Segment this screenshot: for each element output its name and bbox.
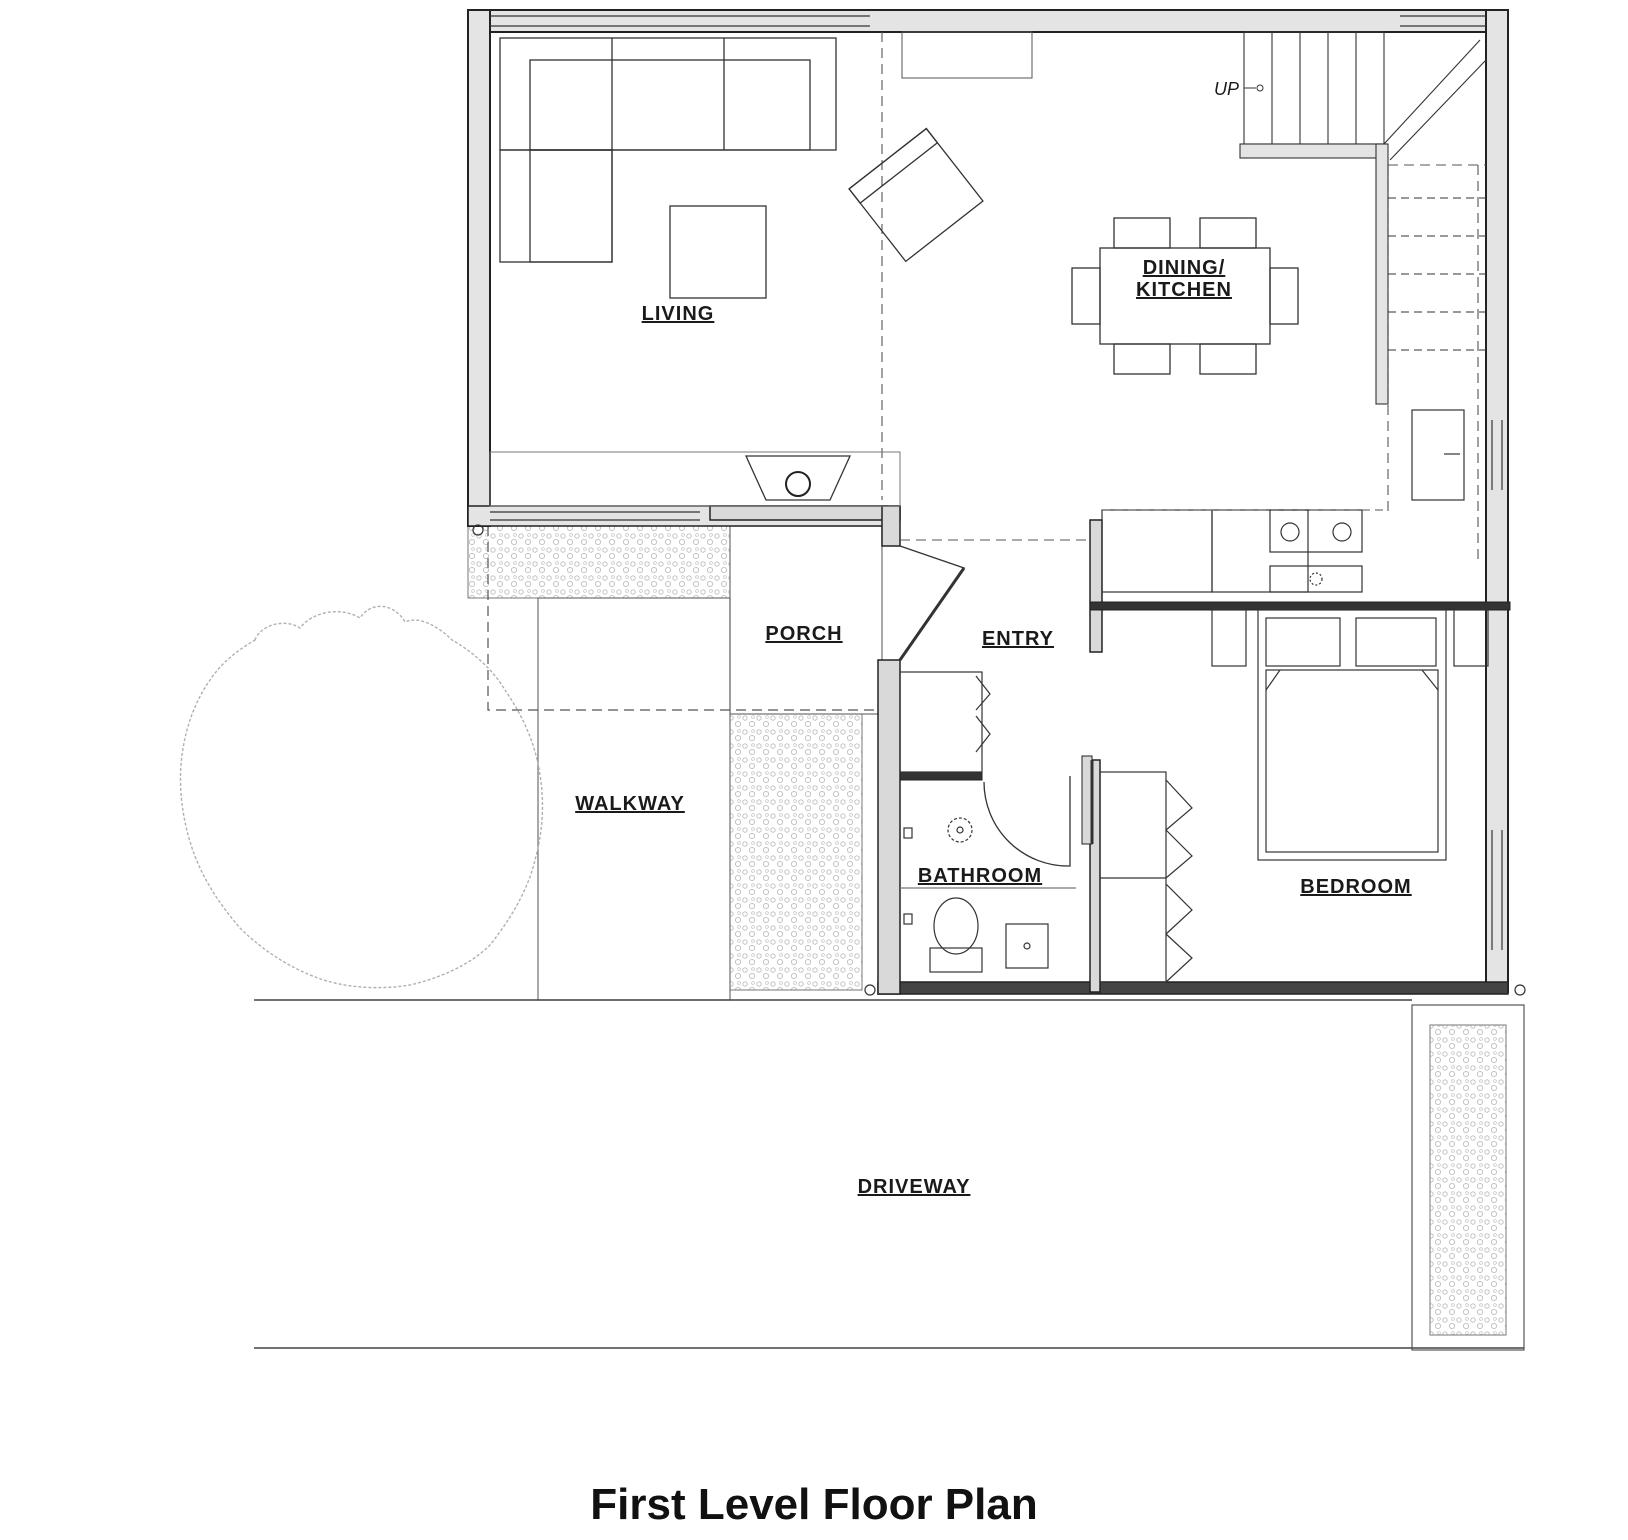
room-label-porch: PORCH [765, 623, 842, 645]
wall-bathroom-top [899, 771, 983, 781]
dining-set [1071, 217, 1299, 375]
plan-title: First Level Floor Plan [590, 1480, 1038, 1529]
room-label-walkway: WALKWAY [575, 793, 685, 815]
roof-overhang-dashed [487, 526, 882, 711]
tree-outline [179, 605, 544, 989]
gravel-bed-driveway [1429, 1024, 1507, 1336]
bedroom-closet [1099, 771, 1193, 983]
wall-porch-corner [709, 505, 901, 521]
interior-dashed-lines [881, 32, 1486, 560]
corner-marker [864, 984, 876, 996]
room-label-living: LIVING [642, 303, 715, 325]
wall-porch-jamb [881, 505, 901, 547]
gravel-bed-porch [467, 525, 731, 599]
gravel-bed-walkway [729, 713, 863, 991]
bedroom-furniture [1211, 609, 1489, 861]
kitchen-counters [1101, 409, 1465, 593]
exterior-wall-bottom [877, 981, 1509, 995]
windows [490, 15, 1503, 950]
driveway-side-strip [1411, 1004, 1525, 1351]
exterior-wall-right [1485, 9, 1509, 993]
room-label-dining-2: KITCHEN [1136, 279, 1232, 301]
entry-closet [899, 671, 991, 773]
coffee-table [669, 205, 767, 299]
wall-entry-left [877, 659, 901, 995]
bathroom-fixtures [900, 817, 1076, 973]
hearth-line [489, 451, 901, 507]
armchair [848, 127, 984, 263]
room-label-bathroom: BATHROOM [918, 865, 1042, 887]
corner-marker [472, 524, 484, 536]
sectional-sofa [499, 37, 837, 263]
room-label-driveway: DRIVEWAY [858, 1176, 971, 1198]
exterior-wall-top [467, 9, 1509, 33]
stair-up-label: UP [1214, 79, 1239, 99]
room-label-dining-1: DINING/ [1143, 257, 1226, 279]
exterior-wall-left [467, 9, 491, 527]
stair-arrow-dot [1256, 84, 1264, 92]
media-console [901, 31, 1033, 79]
stairs [1239, 31, 1487, 405]
entry-door-swing [899, 545, 966, 661]
wood-stove [785, 471, 811, 497]
stove-hood [744, 455, 852, 501]
wall-entry-right [1089, 519, 1103, 653]
corner-marker [1514, 984, 1526, 996]
entry-door-leaf [898, 567, 966, 661]
bathroom-door-swing [983, 776, 1071, 867]
room-label-bedroom: BEDROOM [1300, 876, 1411, 898]
room-label-entry: ENTRY [982, 628, 1054, 650]
wall-bedroom-top [1089, 601, 1511, 611]
porch-slab [729, 525, 883, 715]
